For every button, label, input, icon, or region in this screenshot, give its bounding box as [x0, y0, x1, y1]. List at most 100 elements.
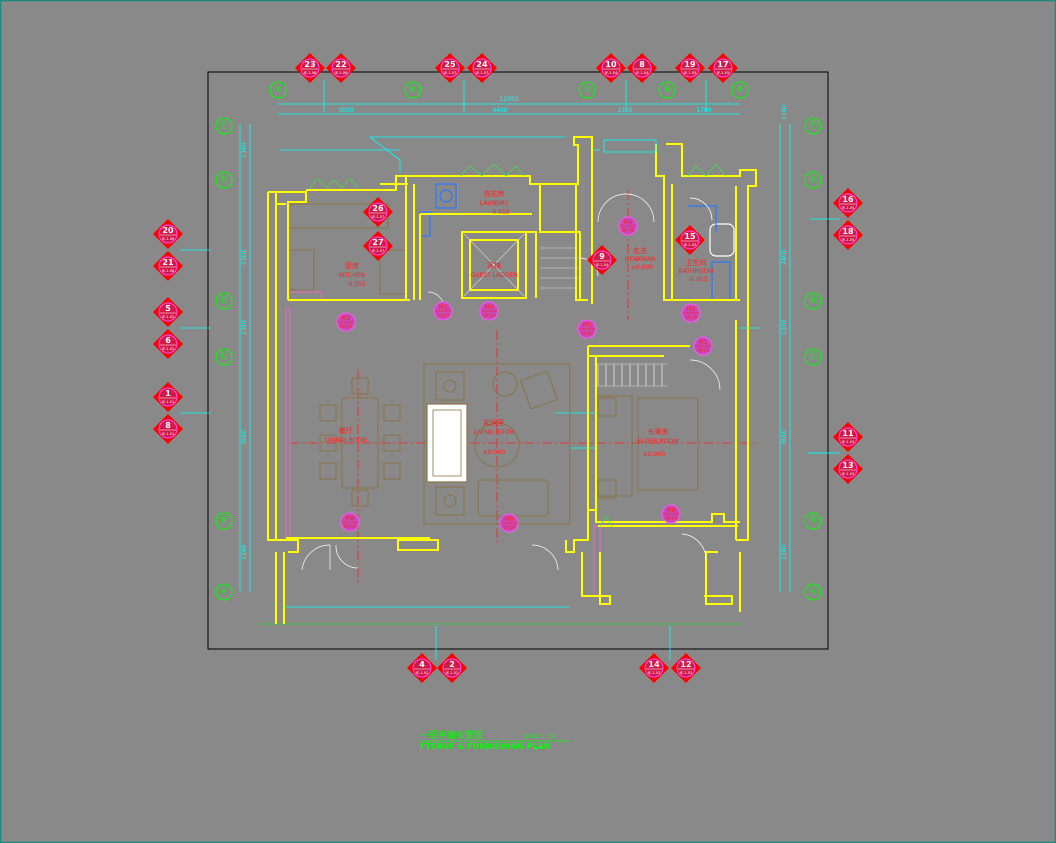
elevation-tag-ref: IE-1-04 [605, 71, 618, 75]
dim-left-4: 3600 [241, 430, 248, 445]
overall-dimension: 12950 [499, 96, 518, 103]
door-tag-code: M2 [687, 306, 696, 313]
grid-row-e-left: Ⓔ [219, 174, 228, 185]
elevation-tag-circle [632, 58, 652, 78]
elevation-tag-ref: IE-1-02 [162, 315, 174, 319]
door-tags: M6DR-04M3DR-01M2DR-03M4DR-02M5DR-02M2DR-… [336, 216, 713, 533]
door-tag-code: M1 [699, 339, 708, 346]
elevation-tag-ref: IE-1-03 [648, 671, 660, 675]
elevation-tag-ref: IE-1-05 [717, 71, 729, 75]
elevation-tag: 6IE-1-02 [153, 329, 183, 359]
elevation-tag-number: 5 [165, 304, 171, 313]
elevation-tag-circle [331, 58, 351, 78]
door-tag-ref: DR-03 [437, 313, 450, 318]
elevation-tag-circle [158, 256, 178, 276]
door-tag-code: M8 [346, 515, 355, 522]
elevation-tag: 5IE-1-02 [153, 297, 183, 327]
elevation-tag-ref: IE-1-07 [476, 71, 488, 75]
elevation-tag-ref: IE-1-07 [444, 71, 456, 75]
room-laundry-cn: 洗衣房 [484, 189, 505, 198]
elevation-tag-ref: IE-1-05 [684, 71, 696, 75]
grid-col-7: ⑦ [583, 85, 591, 95]
elevation-tag-circle [676, 658, 696, 678]
elevation-tag-number: 25 [444, 60, 456, 69]
elevation-tag-circle [838, 225, 858, 245]
dim-left-1: 1340 [241, 143, 248, 158]
drawing-frame [207, 71, 829, 650]
grid-row-b-right: Ⓑ [808, 515, 817, 526]
furniture [287, 203, 699, 525]
elevation-tag-number: 12 [680, 660, 691, 669]
grid-row-d-right: Ⓓ [808, 295, 817, 306]
room-laundry-en: LAUNDRY [480, 200, 509, 207]
elevation-tag-number: 18 [842, 227, 854, 236]
side-dimension-text: 1340 1500 1300 3600 1340 2400 1200 3600 … [241, 105, 788, 560]
room-bathroom-en: BATHROOM [679, 268, 714, 275]
title-cn: 一层平面布置图 [420, 729, 483, 741]
elevation-tag: 1IE-1-01 [153, 382, 183, 412]
dim-right-1: 2400 [781, 250, 788, 265]
room-kitchen-en: KITCHEN [339, 272, 365, 279]
title-en: FTSRUF & FURNISHING PLAN [420, 742, 550, 751]
walls [267, 136, 757, 624]
door-tag-code: M2 [439, 304, 448, 311]
grid-col-6: ⑥ [409, 85, 417, 95]
elevation-tag-number: 8 [639, 60, 645, 69]
elevation-tag-circle [440, 58, 460, 78]
elevation-tag-circle [592, 250, 612, 270]
room-laundry-level: -0.015 [490, 209, 510, 216]
elevation-tag-number: 21 [162, 258, 174, 267]
grid-labels: ⑤ ⑥ ⑦ ⑧ ⑨ Ⓕ Ⓔ Ⓓ Ⓒ Ⓑ Ⓐ Ⓕ Ⓔ Ⓓ Ⓒ Ⓑ Ⓐ [219, 85, 817, 597]
elevation-tag-ref: IE-1-06 [162, 269, 174, 273]
room-living-cn: 起居室 [484, 418, 505, 427]
room-kitchen-cn: 厨房 [345, 261, 359, 270]
elevation-tag-number: 8 [165, 421, 171, 430]
dim-top-4: 1700 [696, 107, 711, 114]
room-dining-en: DINING ROOM [325, 437, 367, 444]
elevation-tag-circle [300, 58, 320, 78]
elevation-tag-number: 1 [165, 389, 171, 398]
elevation-tag: 9IE-1-04 [587, 245, 617, 275]
door-tag-ref: DR-01 [340, 324, 353, 329]
elevation-tag-ref: IE-1-06 [304, 71, 316, 75]
room-elder-cn: 长辈房 [648, 427, 669, 436]
elevation-tag-number: 22 [335, 60, 346, 69]
door-tag-ref: DR-04 [622, 228, 635, 233]
elevation-tag-ref: IE-1-06 [335, 71, 347, 75]
elevation-tag-circle [412, 658, 432, 678]
door-tag-code: M5 [583, 322, 592, 329]
door-tag-ref: DR-04 [503, 525, 516, 530]
room-genkwan-level: ±0.000 [631, 264, 653, 271]
elevation-tag-ref: IE-1-05 [842, 206, 854, 210]
elevation-tag-circle [368, 202, 388, 222]
grid-row-f-right: Ⓕ [808, 120, 817, 131]
elevation-tag-ref: IE-1-06 [162, 237, 174, 241]
title-scale: SCALE 1 : 50 [524, 734, 556, 740]
elevation-tag-ref: IE-1-03 [680, 671, 692, 675]
room-genkwan-en: GENKWAN [625, 256, 656, 263]
room-lift-cn: 客梯 [487, 261, 501, 270]
dim-top-2: 4400 [492, 107, 507, 114]
room-kitchen-level: -0.015 [346, 281, 366, 288]
elevation-tag-number: 6 [165, 336, 171, 345]
elevation-tag-circle [368, 236, 388, 256]
elevation-tags: 23IE-1-0622IE-1-0625IE-1-0724IE-1-0710IE… [153, 53, 863, 683]
elevation-tag-number: 10 [605, 60, 617, 69]
dimension-text: 12950 3850 4400 1300 1700 [338, 96, 711, 114]
room-living-level: ±0.000 [483, 449, 505, 456]
elevation-tag-ref: IE-1-05 [842, 238, 854, 242]
elevation-tag-circle [713, 58, 733, 78]
